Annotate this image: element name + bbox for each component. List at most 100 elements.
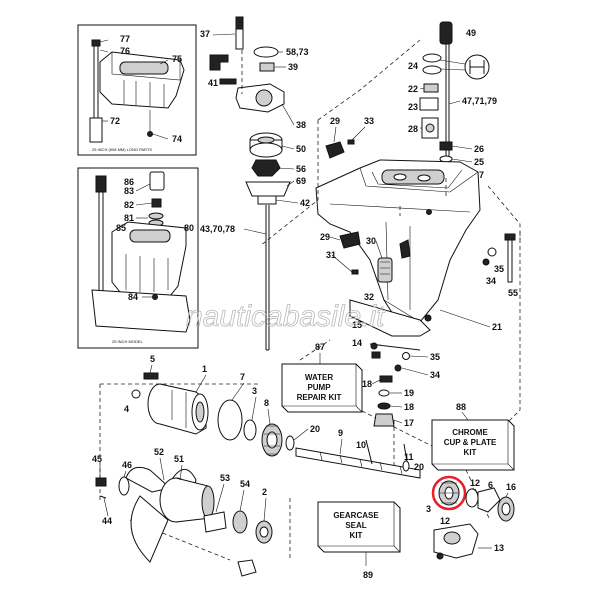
shift-rod-boot-49 [439, 21, 453, 45]
propeller [125, 466, 215, 563]
drive-shaft-85 [98, 191, 104, 303]
callout-12-low: 12 [440, 516, 450, 526]
o-ring-7 [217, 399, 243, 441]
callout-2: 2 [262, 487, 267, 497]
grommet-37 [235, 16, 244, 30]
callout-15: 15 [352, 320, 362, 330]
callout-33: 33 [364, 116, 374, 126]
callout-38: 38 [296, 120, 306, 130]
kit-87-number: 87 [315, 342, 325, 352]
callout-74: 74 [172, 134, 182, 144]
spring-19 [378, 389, 390, 397]
callout-3: 3 [252, 386, 257, 396]
bearing-24 [422, 53, 442, 63]
clip-26 [439, 141, 453, 151]
callout-29-mid: 29 [320, 232, 330, 242]
callout-5: 5 [150, 354, 155, 364]
callout-8: 8 [264, 398, 269, 408]
callout-20-right: 20 [414, 462, 424, 472]
shaft-sleeve-72 [89, 117, 103, 143]
callout-14: 14 [352, 338, 362, 348]
kit-87-line2: PUMP [307, 383, 331, 392]
watermark: nauticabasile.it [186, 300, 386, 333]
gasket-42 [257, 195, 277, 205]
seal-39 [259, 62, 275, 72]
callout-18-top: 18 [362, 379, 372, 389]
spacer-53 [203, 511, 227, 533]
kit-gearcase-seal: GEARCASE SEAL KIT 89 [317, 501, 401, 580]
callout-20-mid: 20 [310, 424, 320, 434]
callout-58-73: 58,73 [286, 47, 309, 57]
inset-frame-2 [77, 167, 199, 349]
callout-82: 82 [124, 200, 134, 210]
stud-55 [507, 237, 513, 283]
callout-30: 30 [366, 236, 376, 246]
callout-51: 51 [174, 454, 184, 464]
callout-52: 52 [154, 447, 164, 457]
callout-55: 55 [508, 288, 518, 298]
bushing-83 [149, 171, 165, 191]
propeller-shaft-9 [295, 447, 421, 479]
kit-88-line3: KIT [464, 448, 477, 457]
callout-84: 84 [128, 292, 138, 302]
grommet-30 [377, 257, 393, 283]
screw-41 [219, 78, 237, 85]
nut-14 [371, 351, 381, 359]
washer-23 [419, 97, 439, 111]
callout-18: 18 [404, 402, 414, 412]
callout-26: 26 [474, 144, 484, 154]
kit-87-line3: REPAIR KIT [297, 393, 342, 402]
callout-4: 4 [124, 404, 129, 414]
callout-21: 21 [492, 322, 502, 332]
washer-4 [131, 389, 141, 399]
pinion-17 [373, 413, 395, 427]
callout-12: 12 [470, 478, 480, 488]
tool-icon [237, 559, 257, 577]
nut-35-right [487, 247, 497, 257]
kit-87-line1: WATER [305, 373, 334, 382]
callout-3-right: 3 [426, 504, 431, 514]
pin-18-top [379, 375, 393, 383]
screw-74 [147, 131, 153, 137]
adapter-plate [91, 289, 191, 333]
mid-parts: 29 30 31 32 15 14 35 34 35 34 55 21 [320, 231, 518, 380]
callout-35-low: 35 [430, 352, 440, 362]
callout-28: 28 [408, 124, 418, 134]
bearing-detail-circle [464, 54, 490, 80]
callout-85: 85 [116, 223, 126, 233]
pin-10 [365, 439, 373, 465]
bearing-housing-1 [147, 383, 209, 435]
callout-34-low: 34 [430, 370, 440, 380]
inset-model-caption: 25 INCH MODEL [112, 339, 143, 344]
selected-part-highlight [431, 475, 467, 511]
inset-frame [77, 24, 197, 156]
water-pump-stack: 37 58,73 39 41 38 50 56 69 42 43,70,78 [200, 16, 310, 351]
callout-16: 16 [506, 482, 516, 492]
lower-assembly: 5 4 1 7 3 8 20 9 18 19 18 17 10 11 45 44… [92, 354, 516, 577]
inset-long-parts: 77 76 75 72 74 25 INCH (508 MM) LONG PAR… [77, 24, 197, 156]
callout-31: 31 [326, 250, 336, 260]
callout-19: 19 [404, 388, 414, 398]
washer-34-low [394, 364, 402, 372]
screw-33 [347, 139, 355, 145]
kit-89-number: 89 [363, 570, 373, 580]
callout-54: 54 [240, 479, 250, 489]
cotter-pin-44 [99, 495, 107, 499]
o-ring-58 [253, 46, 279, 58]
drive-shaft-long [93, 45, 99, 121]
callout-69: 69 [296, 176, 306, 186]
washer-20-left [285, 435, 295, 451]
block-29-mid [339, 231, 361, 249]
exhaust-housing-long [99, 51, 185, 109]
block-29 [325, 141, 345, 159]
callout-47-71-79: 47,71,79 [462, 96, 497, 106]
kit-88-line2: CUP & PLATE [444, 438, 497, 447]
pin-18 [377, 402, 391, 410]
kit-89-line3: KIT [350, 531, 363, 540]
shaft-nut-77 [91, 39, 101, 47]
plate-69 [245, 181, 291, 197]
callout-53: 53 [220, 473, 230, 483]
callout-83: 83 [124, 186, 134, 196]
callout-43-70-78: 43,70,78 [200, 224, 235, 234]
